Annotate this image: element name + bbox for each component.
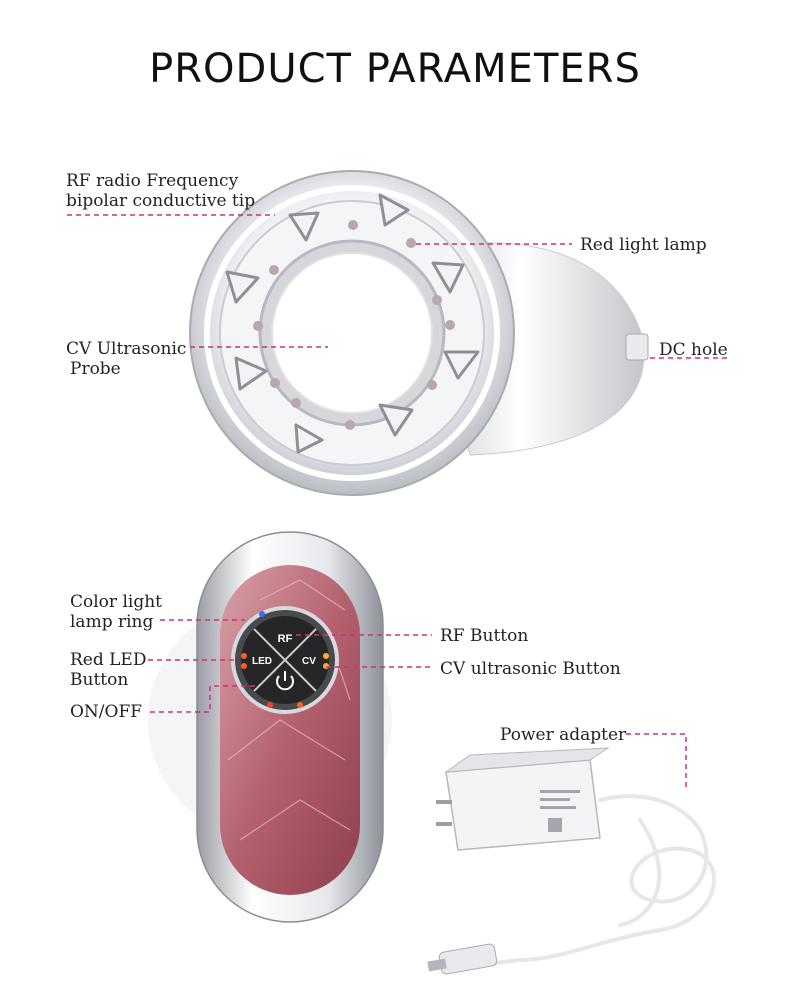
- color-ring-label-line2: lamp ring: [70, 612, 154, 632]
- rf-button-label: RF Button: [440, 626, 529, 646]
- red-light-dots: [253, 220, 455, 430]
- red-led-label-line2: Button: [70, 670, 129, 690]
- power-adapter: [427, 747, 716, 975]
- red-led-label-line1: Red LED: [70, 650, 147, 670]
- cv-probe-label-line2: Probe: [70, 359, 121, 379]
- rf-button-text: RF: [278, 633, 293, 645]
- probe-device: [189, 170, 649, 496]
- rf-tip-label-line2: bipolar conductive tip: [66, 191, 256, 211]
- power-adapter-label: Power adapter: [500, 725, 627, 745]
- cv-probe-label-line1: CV Ultrasonic: [66, 339, 187, 359]
- handheld-device: RF LED CV: [148, 531, 392, 923]
- power-icon: [276, 671, 294, 691]
- page-title: PRODUCT PARAMETERS: [149, 46, 641, 92]
- dc-hole: [625, 333, 649, 361]
- red-light-lamp-label: Red light lamp: [580, 235, 707, 255]
- led-button-text: LED: [252, 656, 272, 667]
- cv-button-label: CV ultrasonic Button: [440, 659, 621, 679]
- rf-tip-label-line1: RF radio Frequency: [66, 171, 239, 191]
- triangle-tip-icons: [225, 193, 480, 454]
- color-ring-label-line1: Color light: [70, 592, 162, 612]
- leader-lines: [67, 214, 728, 790]
- on-off-label: ON/OFF: [70, 702, 143, 722]
- dc-hole-label: DC hole: [659, 340, 728, 360]
- cv-button-text: CV: [302, 656, 316, 667]
